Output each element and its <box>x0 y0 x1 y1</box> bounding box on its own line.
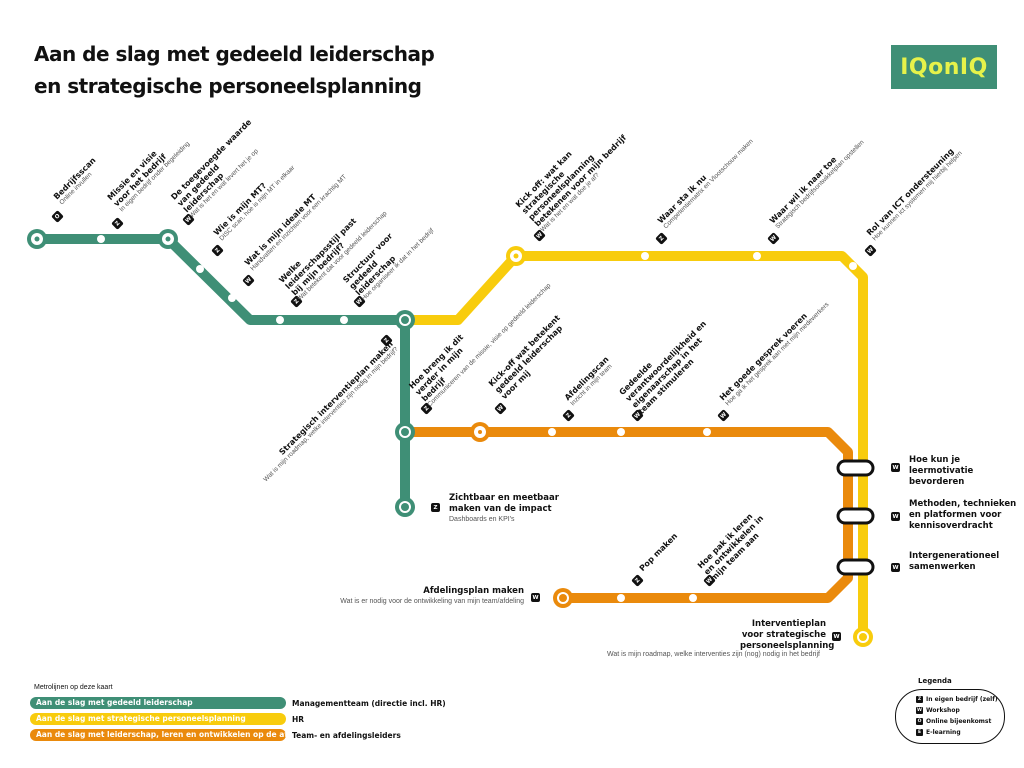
interchange-green-yellow[interactable] <box>395 310 415 330</box>
line-legend-green: Aan de slag met gedeeld leiderschap Mana… <box>30 695 446 711</box>
shared-station-leermotivatie[interactable] <box>836 459 875 477</box>
zelf-icon: Z <box>916 696 923 703</box>
green-station-structuur[interactable] <box>340 316 348 324</box>
orange-station-leren-ontwikkelen[interactable] <box>689 594 697 602</box>
green-station-ideale-mt[interactable] <box>228 294 236 302</box>
station-label: Intergenerationeel samenwerken <box>909 551 1000 572</box>
line-audience-green: Managementteam (directie incl. HR) <box>292 698 446 708</box>
yellow-station-kick-off[interactable] <box>506 246 526 266</box>
yellow-station-waar-wil-ik[interactable] <box>753 252 761 260</box>
line-pill-yellow: Aan de slag met strategische personeelsp… <box>30 713 286 725</box>
line-legend-caption: Metrolijnen op deze kaart <box>34 684 113 691</box>
iqoniq-logo: IQonIQ <box>891 45 997 89</box>
yellow-station-interventieplan[interactable] <box>853 627 873 647</box>
line-audience-orange: Team- en afdelingsleiders <box>292 730 401 740</box>
line-legend: Metrolijnen op deze kaart Aan de slag me… <box>30 684 446 743</box>
workshop-icon: W <box>916 707 923 714</box>
yellow-station-ict[interactable] <box>849 262 857 270</box>
line-pill-green: Aan de slag met gedeeld leiderschap <box>30 697 286 709</box>
yellow-station-waar-sta-ik[interactable] <box>641 252 649 260</box>
legend-title: Legenda <box>918 677 952 685</box>
title-line-2: en strategische personeelsplanning <box>34 74 422 98</box>
green-line-track <box>37 234 410 507</box>
station-label: Zichtbaar en meetbaar maken van de impac… <box>449 493 559 523</box>
orange-station-afdelingsplan[interactable] <box>553 588 573 608</box>
green-station-bedrijfsscan[interactable] <box>27 229 47 249</box>
online-icon: O <box>916 718 923 725</box>
line-audience-yellow: HR <box>292 714 305 724</box>
yellow-line-track <box>410 251 868 637</box>
station-label: Hoe kun je leermotivatie bevorderen <box>909 455 974 487</box>
page-title: Aan de slag met gedeeld leiderschap en s… <box>34 38 435 102</box>
badge-workshop-icon: W <box>832 632 841 641</box>
line-legend-orange: Aan de slag met leiderschap, leren en on… <box>30 727 446 743</box>
badge-workshop-icon: W <box>891 512 900 521</box>
station-sub: Wat is mijn roadmap, welke interventies … <box>607 651 820 658</box>
orange-station-pop[interactable] <box>617 594 625 602</box>
green-station-toegevoegde-waarde[interactable] <box>158 229 178 249</box>
orange-station-afdelingscan[interactable] <box>548 428 556 436</box>
shared-station-kennisoverdracht[interactable] <box>836 507 875 525</box>
orange-station-kick-off[interactable] <box>470 422 490 442</box>
line-legend-yellow: Aan de slag met strategische personeelsp… <box>30 711 446 727</box>
elearning-icon: E <box>916 729 923 736</box>
green-station-leiderschapsstijl[interactable] <box>276 316 284 324</box>
shared-station-intergenerationeel[interactable] <box>836 558 875 576</box>
badge-workshop-icon: W <box>891 463 900 472</box>
green-station-impact[interactable] <box>395 497 415 517</box>
orange-station-goede-gesprek[interactable] <box>703 428 711 436</box>
badge-workshop-icon: W <box>531 593 540 602</box>
station-label: Interventieplan voor strategische person… <box>740 619 835 651</box>
station-label: Methoden, technieken en platformen voor … <box>909 499 1017 531</box>
title-line-1: Aan de slag met gedeeld leiderschap <box>34 42 435 66</box>
interchange-green-orange[interactable] <box>395 422 415 442</box>
badge-zelf-icon: Z <box>431 503 440 512</box>
line-pill-orange: Aan de slag met leiderschap, leren en on… <box>30 729 286 741</box>
badge-workshop-icon: W <box>891 563 900 572</box>
orange-station-gedeelde-verantwoordelijkheid[interactable] <box>617 428 625 436</box>
green-station-wie-is-mijn-mt[interactable] <box>196 265 204 273</box>
green-station-missie[interactable] <box>97 235 105 243</box>
legend-box <box>895 689 1005 744</box>
